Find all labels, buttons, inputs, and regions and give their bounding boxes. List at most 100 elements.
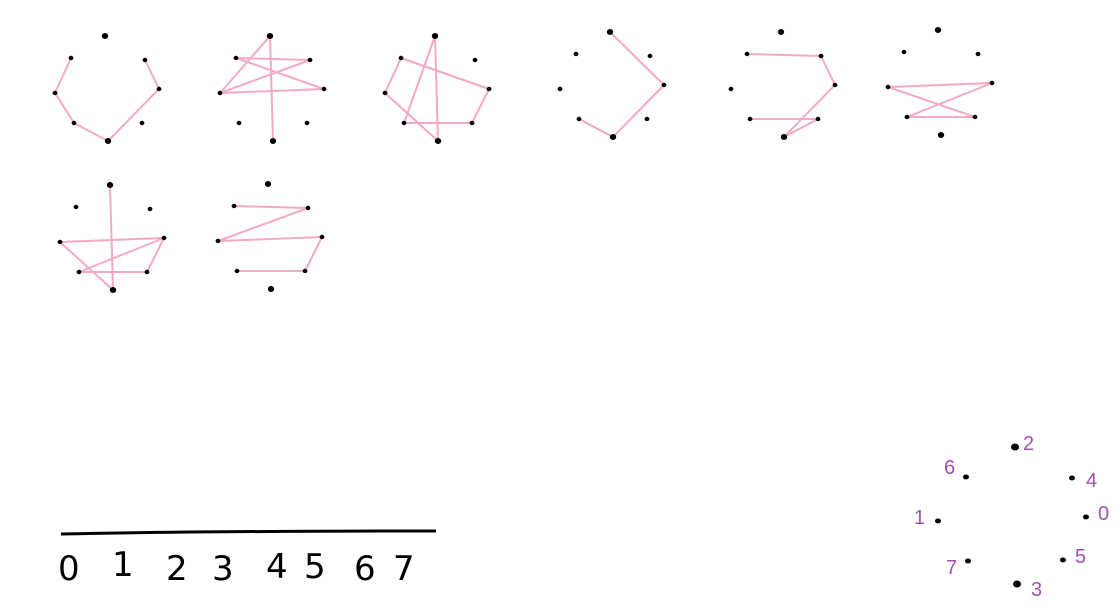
glyph-8-point-3 [267, 286, 275, 292]
glyph-4-point-3 [609, 134, 617, 140]
glyph-8-point-4 [305, 205, 311, 211]
glyph-5-point-7 [747, 116, 753, 122]
legend-label-4: 4 [1086, 470, 1097, 492]
glyph-2-point-3 [269, 138, 277, 144]
legend-point-2 [1011, 443, 1019, 451]
legend-label-1: 1 [914, 507, 925, 529]
glyph-6-point-6 [901, 49, 907, 55]
glyph-8-point-5 [302, 268, 308, 274]
digit-0: 0 [58, 549, 80, 589]
legend-point-0 [1083, 514, 1089, 520]
glyph-1-stroke [54, 57, 160, 142]
glyph-5-point-3 [780, 134, 788, 140]
glyph-7-point-7 [76, 269, 82, 275]
glyph-3-point-6 [398, 55, 404, 61]
digit-1: 1 [112, 545, 134, 585]
digit-2: 2 [166, 549, 188, 589]
legend-point-4 [1069, 475, 1075, 481]
legend-label-3: 3 [1031, 579, 1042, 601]
glyph-7-point-3 [109, 287, 117, 293]
glyph-6-point-1 [885, 84, 891, 90]
glyph-8-point-2 [264, 181, 272, 187]
glyph-2-point-2 [266, 33, 274, 39]
glyph-8-point-7 [234, 268, 240, 274]
baseline-rule [60, 529, 437, 536]
glyph-2-point-0 [321, 86, 327, 92]
glyph-3-point-2 [431, 33, 439, 39]
glyph-3-point-7 [401, 120, 407, 126]
glyph-2-stroke [219, 35, 325, 142]
glyph-2-point-1 [217, 90, 223, 96]
glyph-7-point-6 [73, 204, 79, 210]
glyph-4-point-4 [647, 53, 653, 59]
legend-point-5 [1060, 557, 1066, 563]
glyph-5-point-4 [818, 53, 824, 59]
glyph-6-point-5 [972, 114, 978, 120]
legend-label-0: 0 [1098, 503, 1109, 525]
legend-point-3 [1013, 580, 1021, 588]
glyph-5 [728, 29, 838, 140]
glyph-3-point-3 [434, 138, 442, 144]
glyph-8-point-1 [215, 238, 221, 244]
glyph-2-point-7 [236, 120, 242, 126]
glyph-2-point-6 [233, 55, 239, 61]
glyph-6-point-0 [989, 80, 995, 86]
legend-label-6: 6 [944, 457, 955, 479]
glyph-4-point-7 [576, 116, 582, 122]
glyph-4-point-1 [557, 86, 563, 92]
glyph-5-point-5 [815, 116, 821, 122]
glyph-4-point-0 [661, 82, 667, 88]
glyph-6-point-3 [937, 132, 945, 138]
glyph-2-point-4 [307, 57, 313, 63]
glyph-6-point-2 [934, 27, 942, 33]
glyph-3-stroke [384, 35, 490, 142]
legend-label-7: 7 [946, 557, 957, 579]
digit-7: 7 [393, 549, 415, 589]
glyph-7-point-5 [144, 269, 150, 275]
glyph-3-point-0 [486, 86, 492, 92]
digit-row: 0 1 2 3 4 5 6 7 [58, 545, 415, 589]
glyph-6-stroke [887, 82, 993, 118]
glyph-1-point-6 [68, 55, 74, 61]
legend-label-2: 2 [1023, 433, 1034, 455]
glyph-7-point-1 [57, 239, 63, 245]
glyph-5-point-0 [832, 82, 838, 88]
glyph-1-point-0 [156, 86, 162, 92]
glyph-7-stroke [59, 184, 165, 291]
glyph-grid [52, 27, 995, 293]
glyph-8-point-6 [231, 203, 237, 209]
glyph-5-point-6 [744, 51, 750, 57]
glyph-4 [557, 29, 667, 140]
glyph-8 [215, 181, 325, 292]
glyph-1-point-1 [52, 90, 58, 96]
glyph-4-point-6 [573, 51, 579, 57]
glyph-1-point-5 [139, 120, 145, 126]
glyph-8-stroke [217, 205, 323, 272]
glyph-6-point-4 [975, 51, 981, 57]
glyph-3 [382, 33, 492, 144]
glyph-7 [57, 182, 167, 293]
glyph-4-point-2 [606, 29, 614, 35]
glyph-7-point-2 [106, 182, 114, 188]
digit-3: 3 [212, 549, 234, 589]
glyph-5-point-2 [777, 29, 785, 35]
glyph-7-point-4 [147, 206, 153, 212]
glyph-1-point-2 [101, 33, 109, 39]
glyph-6-point-7 [904, 114, 910, 120]
glyph-7-point-0 [161, 235, 167, 241]
glyph-8-point-0 [319, 234, 325, 240]
glyph-6 [885, 27, 995, 138]
legend-label-5: 5 [1075, 546, 1086, 568]
digit-5: 5 [304, 547, 326, 587]
glyph-1 [52, 33, 162, 144]
glyph-3-point-4 [472, 57, 478, 63]
legend-point-7 [965, 558, 971, 564]
glyph-1-point-4 [142, 57, 148, 63]
legend-point-1 [935, 518, 941, 524]
glyph-1-point-7 [71, 120, 77, 126]
digit-4: 4 [266, 547, 288, 587]
point-legend: 0 1 2 3 4 5 6 7 [914, 433, 1109, 601]
glyph-3-point-1 [382, 90, 388, 96]
glyph-5-stroke [746, 53, 836, 138]
glyph-4-point-5 [644, 116, 650, 122]
